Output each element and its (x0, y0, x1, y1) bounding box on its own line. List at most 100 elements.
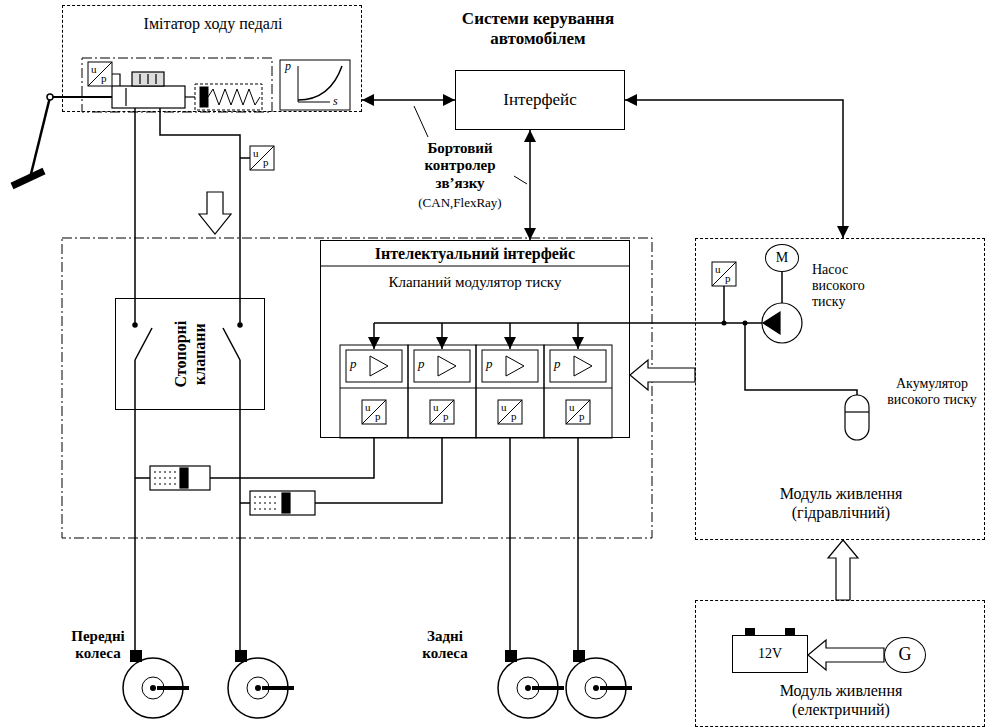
brake-wheel (600, 686, 632, 690)
separator-piston (282, 493, 290, 513)
valve-unit (550, 350, 606, 382)
brake-pedal (50, 96, 112, 98)
brake-wheel (123, 650, 632, 718)
part-label: Насос високого тиску (812, 262, 892, 310)
data-link (362, 99, 455, 101)
valve-unit (476, 345, 544, 438)
pressure-sensor (566, 400, 590, 424)
spring-simulator (200, 87, 208, 107)
node-label: Стопорні клапани (171, 304, 209, 404)
pressure-sensor (250, 146, 274, 170)
brake-wheel (498, 650, 564, 718)
brake-pedal (47, 94, 53, 100)
brake-pedal (12, 171, 44, 186)
node-heading: Інтелектуальний інтерфейс (321, 244, 629, 263)
feed-arrow (509, 323, 511, 349)
node-label: Клапаний модулятор тиску (321, 273, 629, 291)
sensor-letter: p (579, 410, 585, 423)
hydraulic-pipe (210, 438, 374, 478)
brake-wheel (532, 686, 564, 690)
pressure-sensor (362, 400, 386, 424)
dashed-frame (62, 58, 652, 538)
valve-unit (438, 356, 456, 376)
stop-valve-switch (135, 328, 152, 360)
part-label: Задні колеса (405, 628, 485, 663)
master-cylinder (112, 74, 120, 86)
sensor-letter: u (433, 401, 439, 414)
spring-simulator (195, 84, 262, 110)
leader-line (414, 106, 428, 137)
brake-pedal (30, 97, 50, 178)
feed-arrow (577, 323, 579, 349)
hydraulic-pipe (374, 322, 762, 324)
sensor-letter: p (443, 410, 449, 423)
node-label: Модуль живлення (гідравлічний) (761, 484, 921, 522)
pressure-sensor (498, 400, 522, 424)
valve-unit (414, 350, 470, 382)
brake-wheel (123, 650, 189, 718)
brake-wheel (262, 686, 294, 690)
hydraulic-pipe (510, 438, 578, 650)
sensor-letter: u (253, 147, 259, 160)
valve-unit (574, 356, 592, 376)
brake-wheel (157, 686, 189, 690)
spring-simulator (195, 84, 262, 110)
brake-wheel (150, 685, 156, 691)
master-cylinder (185, 96, 195, 97)
valve-unit (482, 350, 538, 382)
feed-arrow (441, 323, 443, 349)
pressure-sensor (250, 146, 274, 170)
valve-unit (340, 323, 612, 438)
leader-line (514, 176, 527, 184)
brake-wheel (235, 650, 247, 662)
pedal-curve-graph (280, 60, 350, 110)
stop-valve-switch (223, 328, 240, 360)
accumulator-symbol (845, 395, 869, 440)
bus-label: Бортовий контролер зв’язку (400, 140, 520, 192)
junction-dot (722, 321, 727, 326)
pressure-sensor (712, 262, 736, 286)
pressure-sensor (362, 400, 386, 424)
valve-letter: p (350, 357, 357, 372)
valve-unit (408, 388, 476, 389)
valve-unit (476, 388, 544, 389)
sensor-letter: p (263, 156, 269, 169)
accumulator-symbol (845, 411, 869, 412)
hydraulic-pipe (781, 272, 783, 303)
stop-valve-switch (133, 323, 137, 327)
pressure-sensor (430, 400, 454, 424)
pedal-curve-graph (280, 60, 350, 110)
pressure-sensor (250, 146, 274, 170)
sensor-letter: u (715, 263, 721, 276)
pressure-sensor (566, 400, 590, 424)
node-label: G (885, 644, 925, 666)
valve-unit (346, 350, 402, 382)
node-label: Імітатор ходу педалі (113, 14, 313, 33)
power-flow-arrow (828, 540, 858, 600)
pressure-sensor (712, 262, 736, 286)
valve-unit (370, 356, 388, 376)
junction-dot (743, 321, 748, 326)
accumulator-symbol (845, 395, 869, 440)
pressure-sensor (712, 262, 736, 286)
data-link (625, 100, 843, 238)
power-flow-arrow (630, 360, 695, 390)
brake-wheel (505, 650, 517, 662)
modulator-header-line (320, 266, 630, 267)
pump-symbol (763, 312, 780, 334)
master-cylinder (112, 72, 195, 108)
valve-unit (544, 388, 612, 389)
brake-wheel (573, 650, 585, 662)
part-label: Акумулятор високого тиску (882, 376, 982, 408)
pressure-sensor (430, 400, 454, 424)
pressure-sensor (88, 62, 736, 424)
brake-wheel (525, 685, 531, 691)
separator-piston (154, 472, 177, 484)
bus-label: (CAN,FlexRay) (400, 196, 520, 211)
separator-piston (254, 497, 279, 509)
separator-piston (150, 466, 315, 515)
master-cylinder (126, 74, 156, 106)
hydraulic-pipe (160, 108, 240, 650)
axis-label: s (333, 95, 338, 109)
separator-piston (180, 468, 188, 488)
